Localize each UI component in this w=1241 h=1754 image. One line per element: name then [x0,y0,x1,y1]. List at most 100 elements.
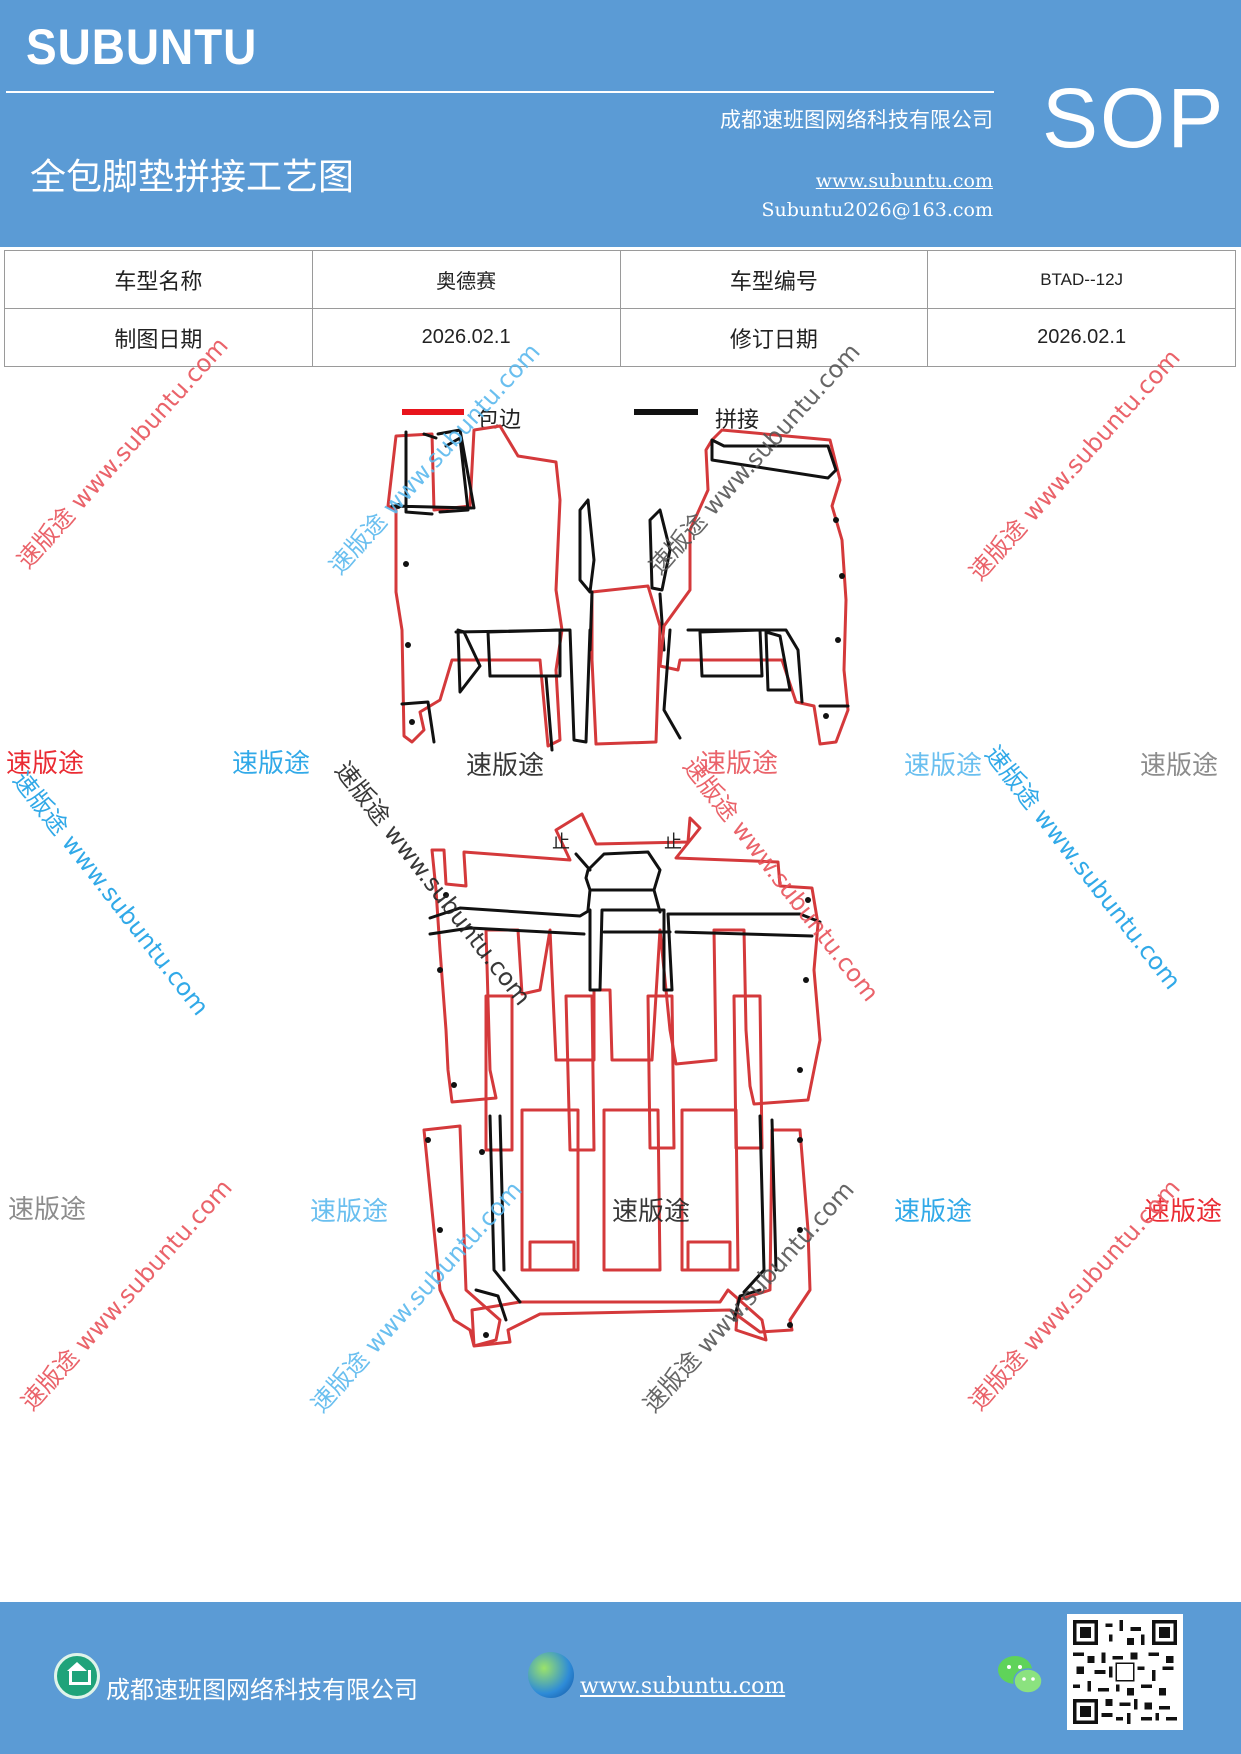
rivet-dots [395,503,845,1338]
watermark-brand: 速版途 [1140,751,1218,781]
watermark-brand: 速版途 [1144,1197,1222,1227]
qr-module [1162,1666,1174,1671]
rivet-dot [823,713,829,719]
draw-date-value: 2026.02.1 [311,308,621,367]
table-row: 制图日期 2026.02.1 修订日期 2026.02.1 [4,308,1236,367]
rivet-dot [835,637,841,643]
qr-module [1141,1716,1152,1721]
rivet-dot [437,1227,443,1233]
watermark-brand: 速版途 [466,751,544,781]
rear-section [422,1108,812,1348]
qr-module [1098,1688,1109,1692]
rivet-dot [839,573,845,579]
home-icon [54,1653,100,1699]
rivet-dot [425,1137,431,1143]
qr-module [1101,1652,1106,1664]
qr-module [1159,1706,1170,1710]
rivet-dot [409,719,415,725]
header-email[interactable]: Subuntu2026@163.com [761,199,993,221]
front-center-tunnel [590,584,662,746]
draw-date-label: 制图日期 [4,308,313,367]
model-code-value: BTAD--12J [927,250,1236,309]
front-center-seam [578,498,672,652]
rivet-dot [395,503,401,509]
qr-module [1126,1688,1134,1696]
watermark-diagonal: 速版途 www.subuntu.com [324,338,546,580]
rivet-dot [451,1082,457,1088]
qr-logo [1115,1662,1135,1682]
front-left-lower-seam [400,628,592,752]
watermark-diagonal: 速版途 www.subuntu.com [964,1174,1186,1416]
wechat-icon[interactable] [996,1654,1044,1696]
watermark-brand: 速版途 [6,749,84,779]
revise-date-label: 修订日期 [619,308,929,367]
middle-splice-grid [428,850,822,992]
qr-module [1087,1655,1095,1664]
middle-stripe-mats [484,994,764,1152]
watermark-diagonal: 速版途 www.subuntu.com [329,756,536,1010]
wechat-eye [1031,1677,1035,1681]
qr-module [1119,1702,1131,1707]
splicing-diagram: 包边 拼接 止 止 速版途 速版途 速版途 速版途 [6,332,1222,1418]
qr-modules [1073,1620,1177,1724]
qr-module [1105,1623,1113,1628]
model-name-label: 车型名称 [4,250,313,309]
header-banner: SUBUNTU 成都速班图网络科技有限公司 全包脚垫拼接工艺图 www.subu… [0,0,1241,247]
qr-module [1101,1713,1113,1717]
sop-badge: SOP [1042,71,1226,165]
qr-module [1126,1637,1134,1646]
qr-module [1119,1620,1124,1631]
watermark-brand: 速版途 [894,1197,972,1227]
front-left-pedal-seam [390,428,476,516]
front-right-mat [658,428,850,746]
watermark-brand: 速版途 [232,749,310,779]
revise-date-value: 2026.02.1 [927,308,1236,367]
rivet-dot [405,642,411,648]
watermark-diagonal: 速版途 www.subuntu.com [677,752,884,1006]
watermark-brand: 速版途 [904,751,982,781]
qr-module [1108,1634,1113,1642]
footer-banner: 成都速班图网络科技有限公司 www.subuntu.com [0,1602,1241,1754]
rivet-dot [443,892,449,898]
qr-module [1108,1666,1113,1678]
qr-module [1133,1698,1138,1710]
qr-module [1166,1716,1177,1721]
qr-module [1159,1688,1167,1696]
qr-finder-core [1159,1627,1170,1638]
qr-code-pattern [1073,1620,1177,1724]
footer-website-link[interactable]: www.subuntu.com [580,1674,786,1699]
model-name-value: 奥德赛 [311,250,621,309]
wechat-eye [1018,1665,1022,1669]
qr-finder-core [1080,1627,1091,1638]
model-code-label: 车型编号 [619,250,929,309]
qr-module [1141,1684,1152,1689]
qr-module [1105,1698,1113,1707]
page-title: 全包脚垫拼接工艺图 [30,157,355,198]
qr-module [1116,1684,1120,1692]
qr-module [1087,1680,1091,1692]
info-table: 车型名称 奥德赛 车型编号 BTAD--12J 制图日期 2026.02.1 修… [4,250,1236,367]
rivet-dot [403,561,409,567]
qr-module [1144,1702,1152,1710]
stop-mark-right: 止 [664,832,682,853]
header-company: 成都速班图网络科技有限公司 [720,108,993,132]
qr-module [1148,1652,1160,1656]
footer-company: 成都速班图网络科技有限公司 [106,1676,418,1704]
qr-module [1112,1655,1124,1660]
table-row: 车型名称 奥德赛 车型编号 BTAD--12J [4,250,1236,309]
qr-module [1126,1713,1131,1724]
header-website-link[interactable]: www.subuntu.com [815,170,993,192]
watermark-diagonal: 速版途 www.subuntu.com [964,344,1186,586]
front-left-mat [386,424,564,748]
qr-code [1067,1614,1183,1730]
watermark-diagonal: 速版途 www.subuntu.com [7,766,214,1020]
qr-module [1130,1652,1138,1660]
qr-module [1151,1670,1156,1681]
front-right-seam [662,438,850,740]
qr-module [1073,1652,1084,1656]
watermark-layer: 速版途 速版途 速版途 速版途 速版途 速版途 速版途 速版途 速版途 速版途 … [6,332,1222,1418]
qr-module [1166,1655,1174,1664]
rivet-dot [479,1149,485,1155]
qr-module [1130,1627,1142,1631]
qr-module [1094,1670,1106,1674]
